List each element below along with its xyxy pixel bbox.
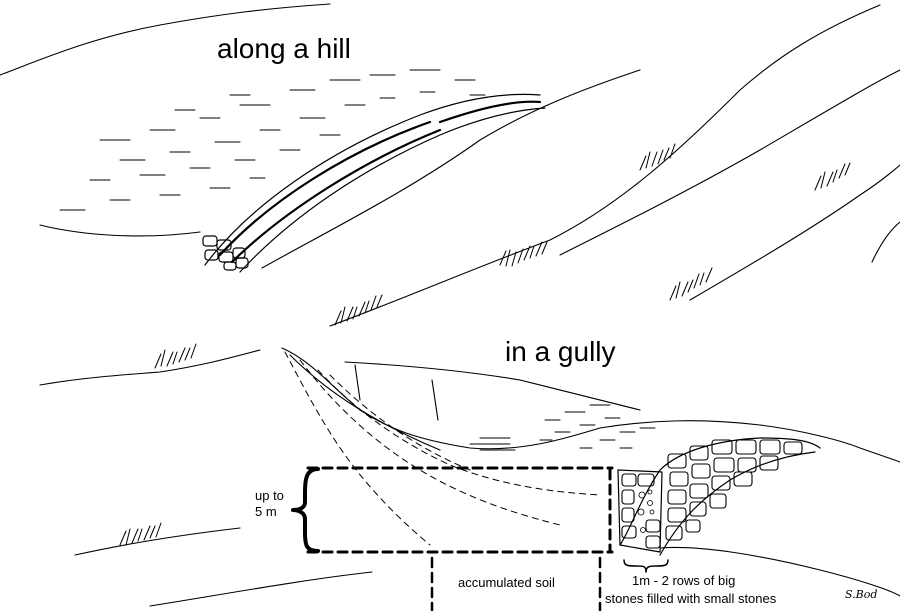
- soil-depth-dashes: [430, 556, 602, 613]
- gully-stone-wall: [617, 437, 821, 556]
- width-brace: [623, 559, 669, 573]
- accumulated-soil-label: accumulated soil: [458, 575, 555, 590]
- height-label: up to 5 m: [255, 488, 284, 519]
- along-a-hill-title: along a hill: [217, 33, 351, 64]
- artist-signature: S.Bod: [845, 588, 878, 601]
- hill-stone-wall: [202, 93, 546, 273]
- gully-lines: [39, 347, 900, 607]
- in-a-gully-title: in a gully: [505, 336, 616, 367]
- height-brace: [291, 467, 320, 553]
- wall-width-label-line1: 1m - 2 rows of big: [632, 573, 736, 588]
- hill-slope-lines: [0, 3, 900, 327]
- wall-width-label-line2: stones filled with small stones: [605, 591, 777, 606]
- grass-tufts-top: [334, 143, 851, 326]
- gully-soil-hatching: [469, 404, 656, 451]
- grass-tufts-bottom: [119, 343, 197, 546]
- accumulated-soil-outline: [306, 466, 614, 554]
- hill-soil-hatching: [59, 69, 486, 211]
- gully-dashed-profiles: [284, 351, 601, 546]
